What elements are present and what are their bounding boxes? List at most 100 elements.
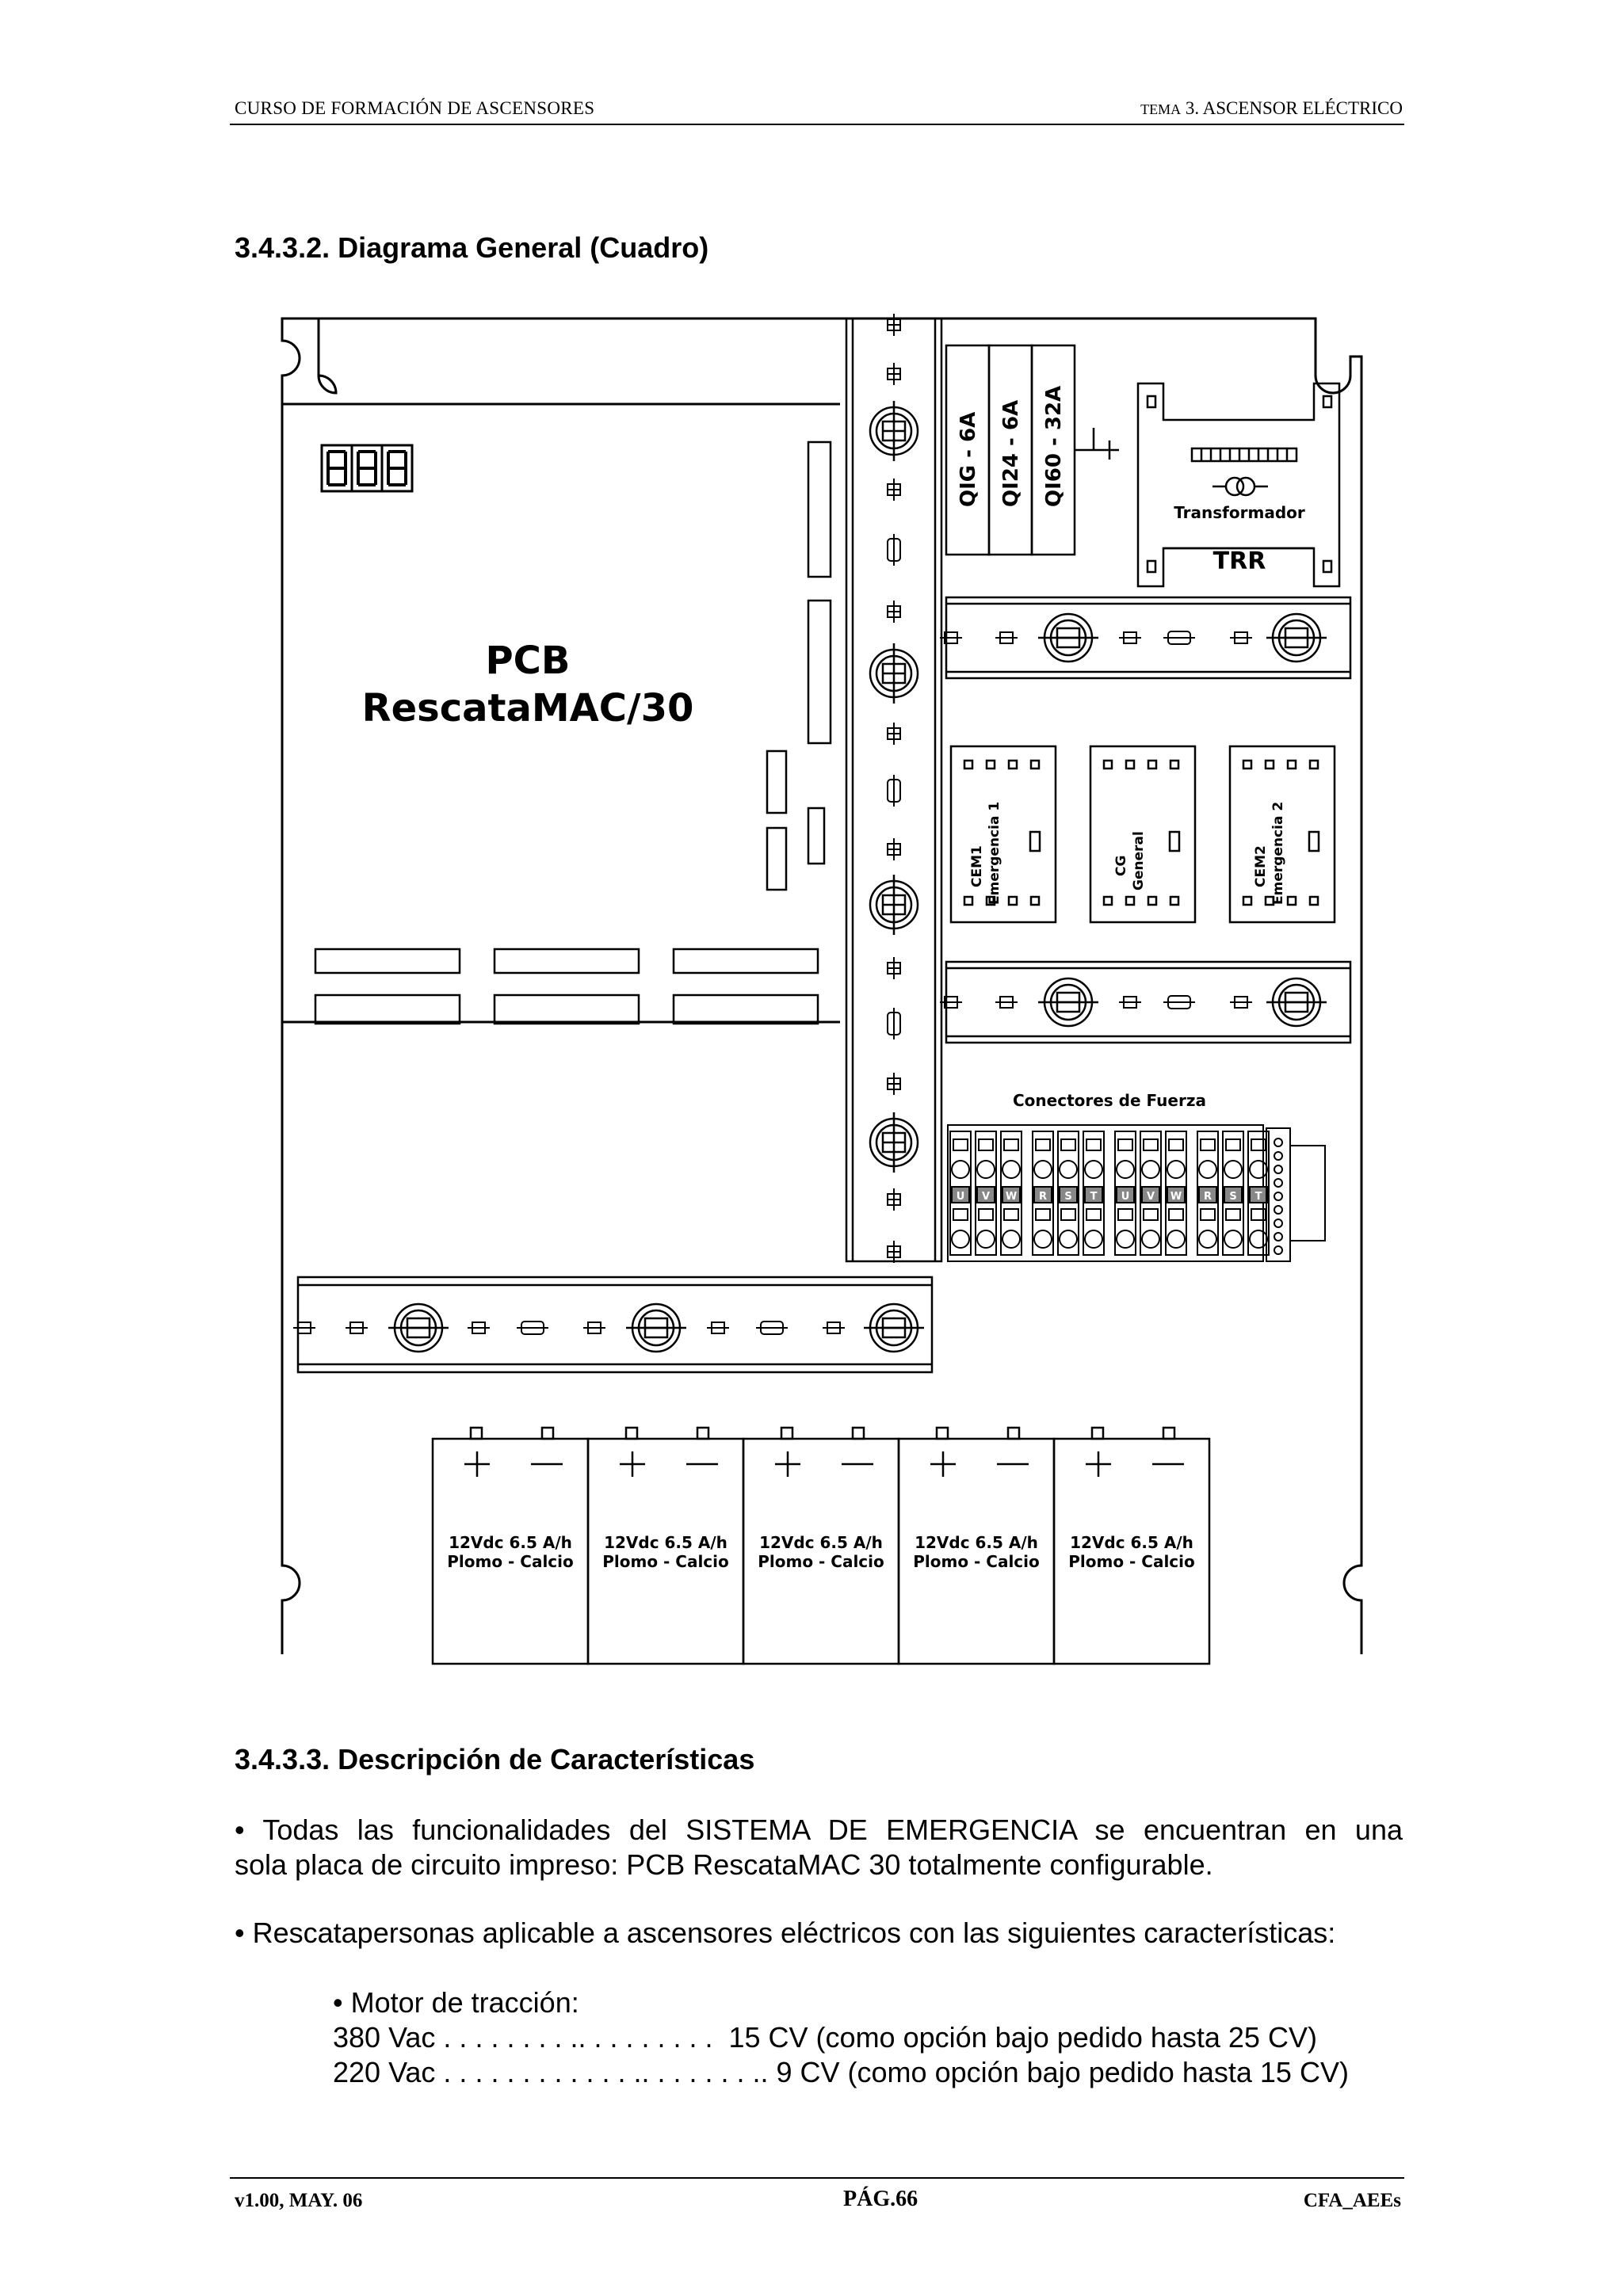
terminal-icon	[887, 1073, 901, 1095]
terminal-icon	[293, 1322, 315, 1334]
fuse-terminal-icon	[869, 401, 919, 461]
relay-cem2-code: CEM2	[1253, 845, 1269, 887]
fuse-terminal-icon	[1266, 977, 1327, 1028]
terminal-icon	[823, 1322, 845, 1334]
relay-cg-code: CG	[1113, 856, 1129, 876]
battery-type: Plomo - Calcio	[758, 1552, 884, 1571]
fuse-terminal-icon	[1266, 612, 1327, 663]
terminal-letter: V	[982, 1191, 990, 1203]
running-header-topic: TEMA 3. ASCENSOR ELÉCTRICO	[1140, 98, 1403, 119]
terminal-icon	[995, 631, 1018, 644]
contactor-relays	[949, 745, 1336, 924]
circuit-breakers	[945, 344, 1119, 556]
vertical-rail-terminals	[869, 314, 919, 1263]
header-tema-prefix: TEMA	[1140, 101, 1182, 117]
terminal-letter: W	[1006, 1191, 1017, 1203]
battery-type: Plomo - Calcio	[913, 1552, 1040, 1571]
header-rule	[230, 124, 1404, 125]
link-terminal-icon	[887, 775, 901, 807]
motor-title: • Motor de tracción:	[333, 1986, 579, 2019]
battery-spec: 12Vdc 6.5 A/h	[604, 1533, 727, 1552]
paragraph-2: • Rescatapersonas aplicable a ascensores…	[235, 1917, 1336, 1949]
terminal-icon	[887, 479, 901, 501]
terminal-icon	[887, 601, 901, 623]
fuse-terminal-icon	[864, 1302, 924, 1353]
transformer-label: Transformador	[1174, 503, 1305, 522]
fuse-terminal-icon	[626, 1302, 686, 1353]
relay-cem2-name: Emergencia 2	[1270, 802, 1286, 905]
fuse-terminal-icon	[1038, 977, 1098, 1028]
terminal-icon	[583, 1322, 605, 1334]
transformer	[1136, 382, 1341, 588]
battery-spec: 12Vdc 6.5 A/h	[449, 1533, 572, 1552]
paragraph-1-line-2: sola placa de circuito impreso: PCB Resc…	[235, 1848, 1213, 1881]
footer-version: v1.00, MAY. 06	[235, 2190, 363, 2211]
link-terminal-icon	[756, 1321, 788, 1335]
breaker-qi24-label: QI24 - 6A	[999, 400, 1023, 507]
relay-module	[1089, 745, 1197, 924]
breaker-qig-label: QIG - 6A	[957, 412, 980, 507]
running-header-title: CURSO DE FORMACIÓN DE ASCENSORES	[235, 98, 595, 118]
motor-380-line: 380 Vac . . . . . . . . .. . . . . . . .…	[333, 2021, 1317, 2054]
power-connectors-label: Conectores de Fuerza	[1013, 1091, 1206, 1110]
footer-rule	[230, 2177, 1404, 2179]
section-heading-diagram: 3.4.3.2. Diagrama General (Cuadro)	[235, 231, 709, 264]
terminal-icon	[940, 996, 962, 1009]
terminal-icon	[1230, 631, 1252, 644]
link-terminal-icon	[887, 1008, 901, 1039]
relay-cem1-name: Emergencia 1	[987, 802, 1002, 905]
battery-type: Plomo - Calcio	[447, 1552, 574, 1571]
battery-spec: 12Vdc 6.5 A/h	[1070, 1533, 1193, 1552]
terminal-icon	[887, 723, 901, 745]
section-heading-features: 3.4.3.3. Descripción de Características	[235, 1743, 755, 1775]
electrical-panel-diagram: PCB RescataMAC/30 QIG - 6A QI24 - 6A QI6…	[281, 314, 1363, 1665]
seven-segment-display	[320, 444, 414, 493]
side-terminal-strip	[1266, 1127, 1326, 1262]
battery-type: Plomo - Calcio	[602, 1552, 729, 1571]
link-terminal-icon	[1163, 995, 1195, 1009]
link-terminal-icon	[517, 1321, 548, 1335]
transformer-code: TRR	[1213, 547, 1266, 575]
terminal-letter: S	[1229, 1191, 1236, 1203]
relay-cg-name: General	[1131, 831, 1147, 891]
terminal-icon	[887, 957, 901, 979]
terminal-letter: T	[1090, 1191, 1098, 1203]
terminal-icon	[887, 314, 901, 336]
relay-cem1-code: CEM1	[969, 845, 985, 887]
fuse-terminal-icon	[388, 1302, 449, 1353]
battery-spec: 12Vdc 6.5 A/h	[759, 1533, 883, 1552]
horizontal-rail-terminals	[293, 612, 1327, 1353]
terminal-icon	[1230, 996, 1252, 1009]
terminal-letter: V	[1147, 1191, 1155, 1203]
battery-spec: 12Vdc 6.5 A/h	[915, 1533, 1038, 1552]
fuse-terminal-icon	[1038, 612, 1098, 663]
terminal-letter: R	[1039, 1191, 1047, 1203]
relay-module	[949, 745, 1057, 924]
battery-cell	[1052, 1426, 1211, 1665]
terminal-letter: U	[1121, 1191, 1130, 1203]
terminal-icon	[1119, 996, 1141, 1009]
relay-module	[1228, 745, 1336, 924]
footer-doc-code: CFA_AEEs	[1303, 2190, 1401, 2211]
terminal-letter: R	[1204, 1191, 1212, 1203]
battery-type: Plomo - Calcio	[1068, 1552, 1195, 1571]
terminal-letter: W	[1170, 1191, 1182, 1203]
pcb-label: PCB	[486, 639, 571, 683]
terminal-icon	[707, 1322, 729, 1334]
terminal-icon	[887, 838, 901, 860]
terminal-letter: S	[1064, 1191, 1071, 1203]
pcb-model-label: RescataMAC/30	[362, 686, 694, 730]
terminal-icon	[346, 1322, 368, 1334]
terminal-icon	[468, 1322, 490, 1334]
link-terminal-icon	[1163, 631, 1195, 645]
motor-220-line: 220 Vac . . . . . . . . . . . . .. . . .…	[333, 2056, 1349, 2088]
fuse-terminal-icon	[869, 1112, 919, 1173]
fuse-terminal-icon	[869, 875, 919, 935]
fuse-terminal-icon	[869, 643, 919, 704]
terminal-icon	[887, 1188, 901, 1211]
breaker-qi60-label: QI60 - 32A	[1042, 386, 1066, 507]
terminal-letter: U	[957, 1191, 965, 1203]
header-tema-title: 3. ASCENSOR ELÉCTRICO	[1185, 98, 1403, 118]
